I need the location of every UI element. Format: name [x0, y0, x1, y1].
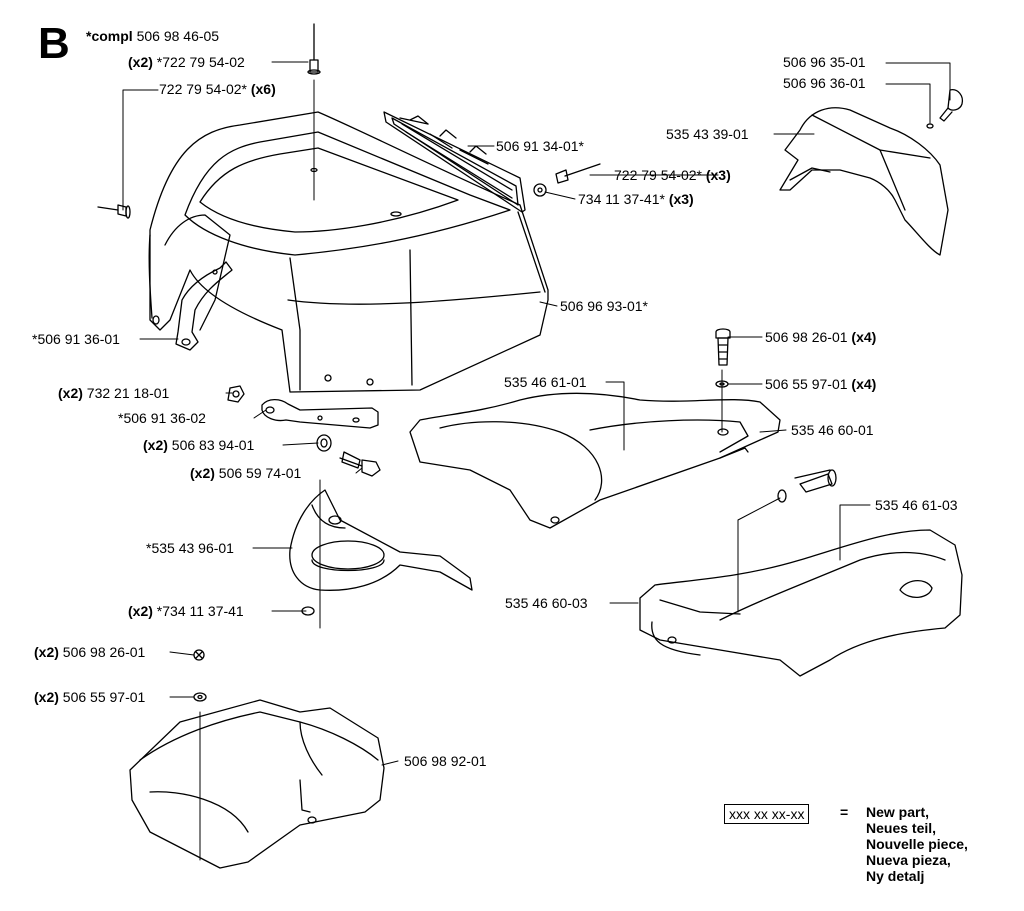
label-washer-c: (x2) 506 55 97-01 — [34, 689, 145, 705]
top-right-cover — [779, 89, 964, 256]
label-compl-prefix: *compl — [86, 28, 133, 44]
section-letter: B — [38, 19, 70, 68]
lower-cover — [129, 699, 385, 869]
screw-506-98-26-a — [715, 328, 731, 366]
screw-506-59-74 — [339, 451, 381, 477]
label-screw-a: 506 98 26-01 (x4) — [765, 329, 876, 345]
label-seat-plate-60-01: 535 46 60-01 — [791, 422, 874, 438]
washer-506-55-97-b — [777, 489, 787, 503]
label-part: *734 11 37-41 — [152, 603, 244, 619]
label-part: 722 79 54-02* — [159, 81, 247, 97]
label-part: 535 46 60-03 — [505, 595, 588, 611]
label-part: *506 91 36-01 — [32, 331, 120, 347]
washer-506-55-97-c — [193, 692, 207, 702]
label-qty: (x2) — [128, 603, 153, 619]
legend-part-code: xxx xx xx-xx — [724, 804, 810, 824]
leader-lines — [122, 61, 951, 861]
label-part: 506 98 92-01 — [404, 753, 487, 769]
label-cup-holder: *535 43 96-01 — [146, 540, 234, 556]
label-part: 506 83 94-01 — [167, 437, 255, 453]
label-washer-a: 506 55 97-01 (x4) — [765, 376, 876, 392]
label-part: 732 21 18-01 — [82, 385, 170, 401]
label-qty: (x3) — [701, 167, 731, 183]
label-part: 506 96 35-01 — [783, 54, 866, 70]
label-seat-frame: 535 46 61-03 — [875, 497, 958, 513]
legend-line: New part, — [866, 804, 930, 820]
label-lower-cover: 506 98 92-01 — [404, 753, 487, 769]
hood-main — [148, 111, 549, 393]
label-part: 722 79 54-02* — [614, 167, 702, 183]
rivet-left — [97, 204, 131, 219]
label-part: 734 11 37-41* — [578, 191, 665, 207]
seat-plate-61-01 — [409, 392, 781, 529]
label-part: 506 96 93-01* — [560, 298, 648, 314]
label-screw-c: (x2) 506 98 26-01 — [34, 644, 145, 660]
legend-line: Ny detalj — [866, 868, 925, 884]
grille — [383, 111, 526, 213]
label-part: 506 55 97-01 — [765, 376, 848, 392]
washer-right — [533, 183, 547, 197]
label-part: 535 46 61-03 — [875, 497, 958, 513]
label-qty: (x6) — [246, 81, 276, 97]
label-part-506-96-36: 506 96 36-01 — [783, 75, 866, 91]
seat-frame-61-03 — [639, 529, 963, 677]
label-seat-plate: 535 46 61-01 — [504, 374, 587, 390]
label-part: *722 79 54-02 — [152, 54, 245, 70]
label-part: 506 96 36-01 — [783, 75, 866, 91]
label-qty: (x4) — [847, 376, 877, 392]
label-rivet-left: 722 79 54-02* (x6) — [159, 81, 276, 97]
label-qty: (x2) — [190, 465, 215, 481]
label-washer-83-94: (x2) 506 83 94-01 — [143, 437, 254, 453]
label-washer-right: 734 11 37-41* (x3) — [578, 191, 694, 207]
label-screw-59-74: (x2) 506 59 74-01 — [190, 465, 301, 481]
label-side-bracket: *506 91 36-01 — [32, 331, 120, 347]
label-qty: (x2) — [34, 689, 59, 705]
legend-line: Nouvelle piece, — [866, 836, 968, 852]
label-qty: (x2) — [58, 385, 83, 401]
label-qty: (x2) — [34, 644, 59, 660]
label-qty: (x3) — [664, 191, 694, 207]
label-compl-part: 506 98 46-05 — [132, 28, 220, 44]
cup-holder — [289, 489, 473, 616]
legend-equals: = — [840, 804, 849, 820]
label-seat-frame-60-03: 535 46 60-03 — [505, 595, 588, 611]
screw-506-98-26-b — [794, 469, 837, 493]
washer-506-83-94 — [316, 434, 332, 452]
label-lower-bracket: *506 91 36-02 — [118, 410, 206, 426]
label-part: 535 46 60-01 — [791, 422, 874, 438]
label-part: *506 91 36-02 — [118, 410, 206, 426]
label-part-506-96-35: 506 96 35-01 — [783, 54, 866, 70]
label-grille: 506 91 34-01* — [496, 138, 584, 154]
legend-text: New part, Neues teil, Nouvelle piece, Nu… — [866, 804, 968, 884]
label-rivet-right: 722 79 54-02* (x3) — [614, 167, 731, 183]
label-qty: (x2) — [143, 437, 168, 453]
label-part: *535 43 96-01 — [146, 540, 234, 556]
lower-bracket — [261, 398, 379, 429]
label-part: 535 46 61-01 — [504, 374, 587, 390]
label-washer-734: (x2) *734 11 37-41 — [128, 603, 244, 619]
label-part: 506 59 74-01 — [214, 465, 302, 481]
screw-506-98-26-c — [193, 649, 205, 661]
label-top-right-cover: 535 43 39-01 — [666, 126, 749, 142]
label-rivet-top: (x2) *722 79 54-02 — [128, 54, 245, 70]
nut-732-21-18 — [227, 385, 245, 403]
label-qty: (x4) — [847, 329, 877, 345]
label-qty: (x2) — [128, 54, 153, 70]
label-hood: 506 96 93-01* — [560, 298, 648, 314]
rivet-top — [307, 23, 321, 75]
side-bracket — [175, 261, 233, 351]
washer-506-55-97-a — [715, 380, 729, 388]
label-part: 535 43 39-01 — [666, 126, 749, 142]
label-part: 506 91 34-01* — [496, 138, 584, 154]
label-part: 506 55 97-01 — [58, 689, 146, 705]
label-part: 506 98 26-01 — [765, 329, 848, 345]
rivet-right — [555, 163, 601, 184]
label-nut: (x2) 732 21 18-01 — [58, 385, 169, 401]
legend-line: Nueva pieza, — [866, 852, 951, 868]
label-part: 506 98 26-01 — [58, 644, 146, 660]
label-compl: *compl 506 98 46-05 — [86, 28, 219, 44]
legend-line: Neues teil, — [866, 820, 937, 836]
